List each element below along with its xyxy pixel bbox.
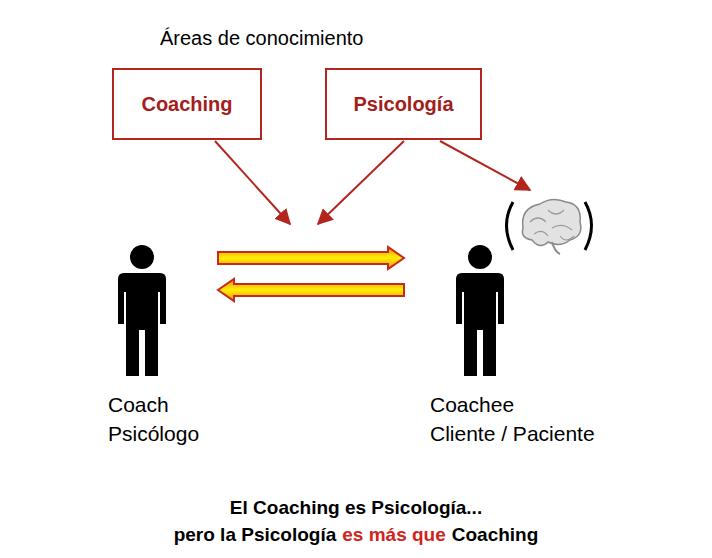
box-label: Coaching [141,93,232,116]
caption-text: pero la Psicología [174,524,337,546]
influence-arrow [318,141,404,224]
influence-arrow [440,141,530,190]
box-label: Psicología [353,93,453,116]
person-node: CoacheeCliente / Paciente [430,242,595,448]
exchange-arrow [218,247,404,269]
person-node: CoachPsicólogo [108,242,199,448]
exchange-arrow [218,279,404,301]
role-label: Coach [108,390,199,419]
emphasis-text: es más que [342,524,446,546]
knowledge-area-box: Psicología [325,68,482,140]
influence-arrow [215,141,290,224]
caption-line: pero la Psicologíaes más que Coaching [0,524,712,546]
knowledge-area-box: Coaching [112,68,262,140]
caption-text: Coaching [452,524,539,546]
brain-icon [507,199,592,254]
role-label: Coachee [430,390,595,419]
person-figure [112,242,172,378]
caption-line: El Coaching es Psicología... [0,497,712,519]
person-figure [450,242,510,378]
caption-text: El Coaching es Psicología... [230,497,482,518]
diagram-title: Áreas de conocimiento [160,27,363,50]
role-label: Psicólogo [108,419,199,448]
role-label: Cliente / Paciente [430,419,595,448]
